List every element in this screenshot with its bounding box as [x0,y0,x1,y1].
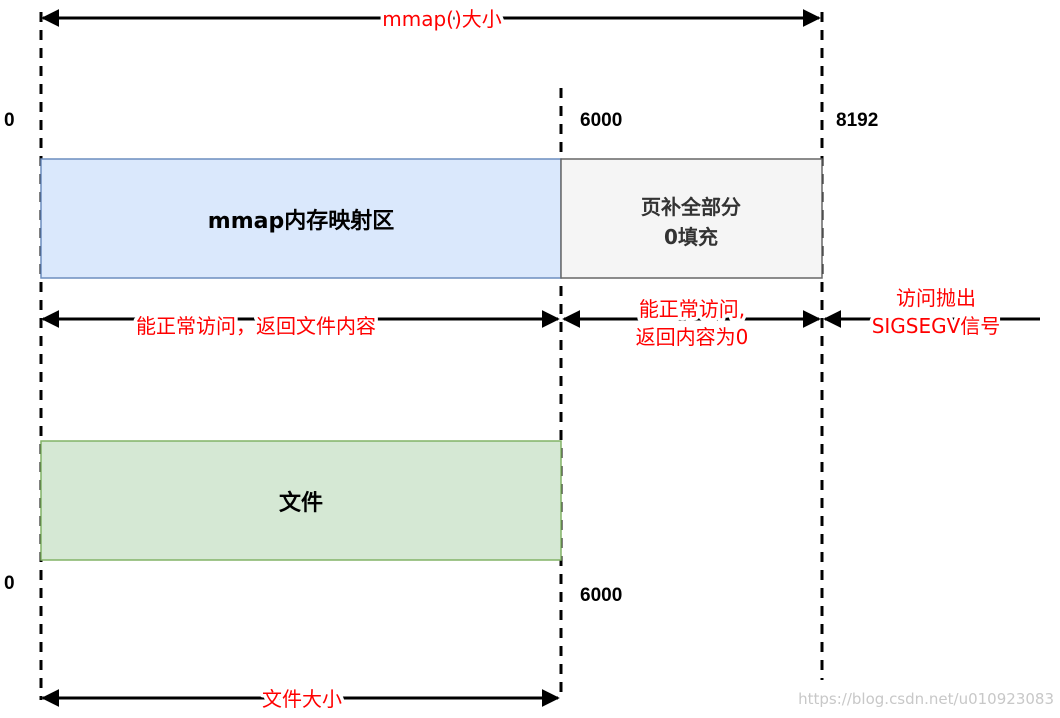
padding-region-label-line1: 页补全部分 [641,195,741,219]
beyond-access-label-line1: 访问抛出 [896,286,976,310]
offset-6000-top: 6000 [580,110,622,131]
mmap-region-box [40,158,562,279]
padding-access-label-line2: 返回内容为0 [636,325,749,349]
offset-6000-bottom: 6000 [580,585,622,606]
normal-access-label: 能正常访问，返回文件内容 [136,314,376,338]
padding-access-label-line1: 能正常访问, [639,297,745,321]
offset-0-top: 0 [4,110,15,131]
file-region-label: 文件 [279,490,323,516]
file-region-box [40,440,562,561]
offset-8192-top: 8192 [836,110,878,131]
watermark-text: https://blog.csdn.net/u010923083 [798,690,1054,708]
file-size-label: 文件大小 [262,687,342,711]
mmap-region-label: mmap内存映射区 [208,208,394,234]
mmap-size-label: mmap()大小 [382,7,502,31]
offset-0-bottom: 0 [4,573,15,594]
beyond-access-label-line2: SIGSEGV信号 [872,314,1001,338]
padding-region-box [560,158,823,279]
padding-region-label-line2: 0填充 [664,225,718,249]
